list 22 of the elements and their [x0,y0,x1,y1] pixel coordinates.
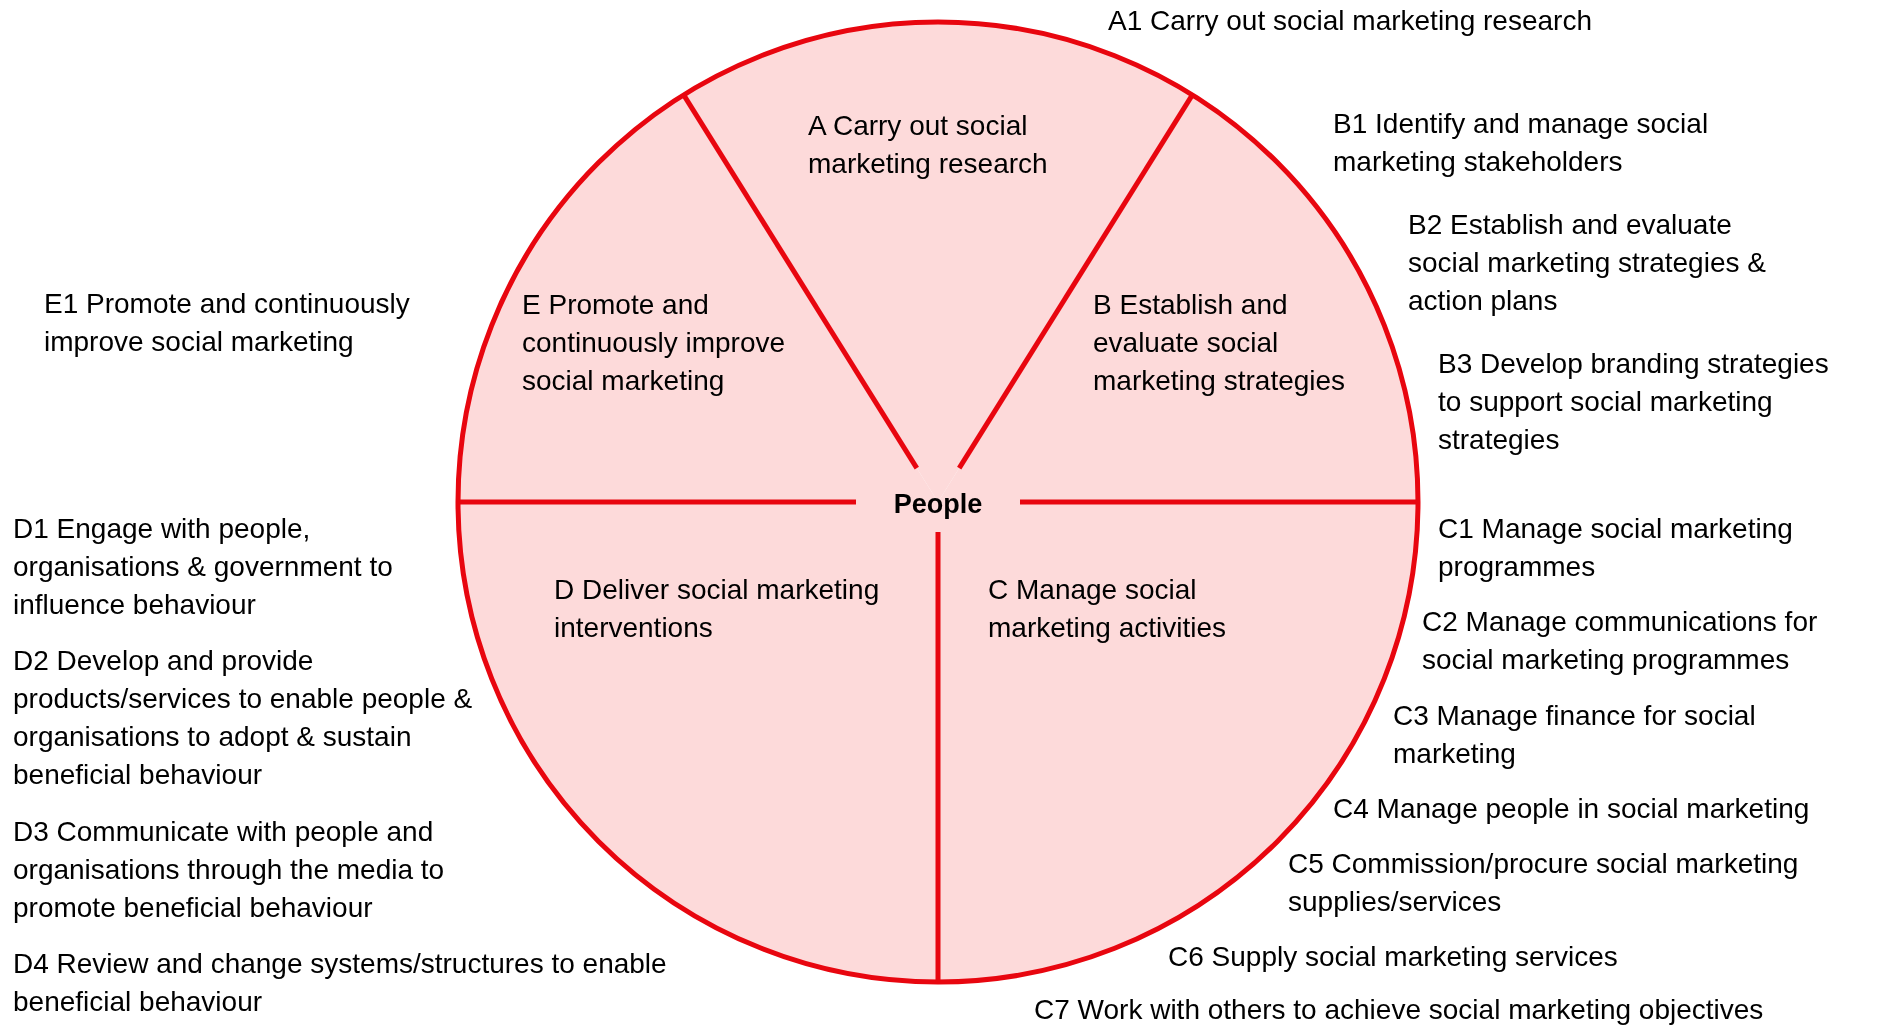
competence-label: D4 Review and change systems/structures to enable beneficial behaviour [13,947,668,1019]
sector-label: B Establish and evaluate social marketing strategies [1093,288,1347,398]
competence-label: B1 Identify and manage social marketing stakeholders [1333,107,1710,179]
competence-label: C1 Manage social marketing programmes [1438,512,1794,584]
competence-label: C3 Manage finance for social marketing [1393,699,1757,771]
competence-label: D1 Engage with people, organisations & government to influence behaviour [13,512,394,622]
competence-label: C6 Supply social marketing services [1168,940,1618,974]
competence-label: C2 Manage communications for social marketing programmes [1422,605,1819,677]
center-label: People [893,488,983,521]
sector-label: E Promote and continuously improve social marketing [522,288,787,398]
competence-label: A1 Carry out social marketing research [1108,4,1592,38]
competence-label: E1 Promote and continuously improve social marketing [44,287,411,359]
sector-label: D Deliver social marketing interventions [554,573,881,645]
competence-label: C5 Commission/procure social marketing supplies/services [1288,847,1800,919]
sector-label: C Manage social marketing activities [988,573,1228,645]
competence-label: B3 Develop branding strategies to support social marketing strategies [1438,347,1830,457]
competence-label: D2 Develop and provide products/services to enable people & organisations to adopt & sustain beneficial behaviour [13,644,474,792]
sector-label: A Carry out social marketing research [808,109,1049,181]
competence-label: B2 Establish and evaluate social marketing strategies & action plans [1408,208,1767,318]
competence-label: D3 Communicate with people and organisations through the media to promote beneficial behaviour [13,815,446,925]
competence-label: C7 Work with others to achieve social marketing objectives [1034,993,1764,1027]
competence-label: C4 Manage people in social marketing [1333,792,1810,826]
